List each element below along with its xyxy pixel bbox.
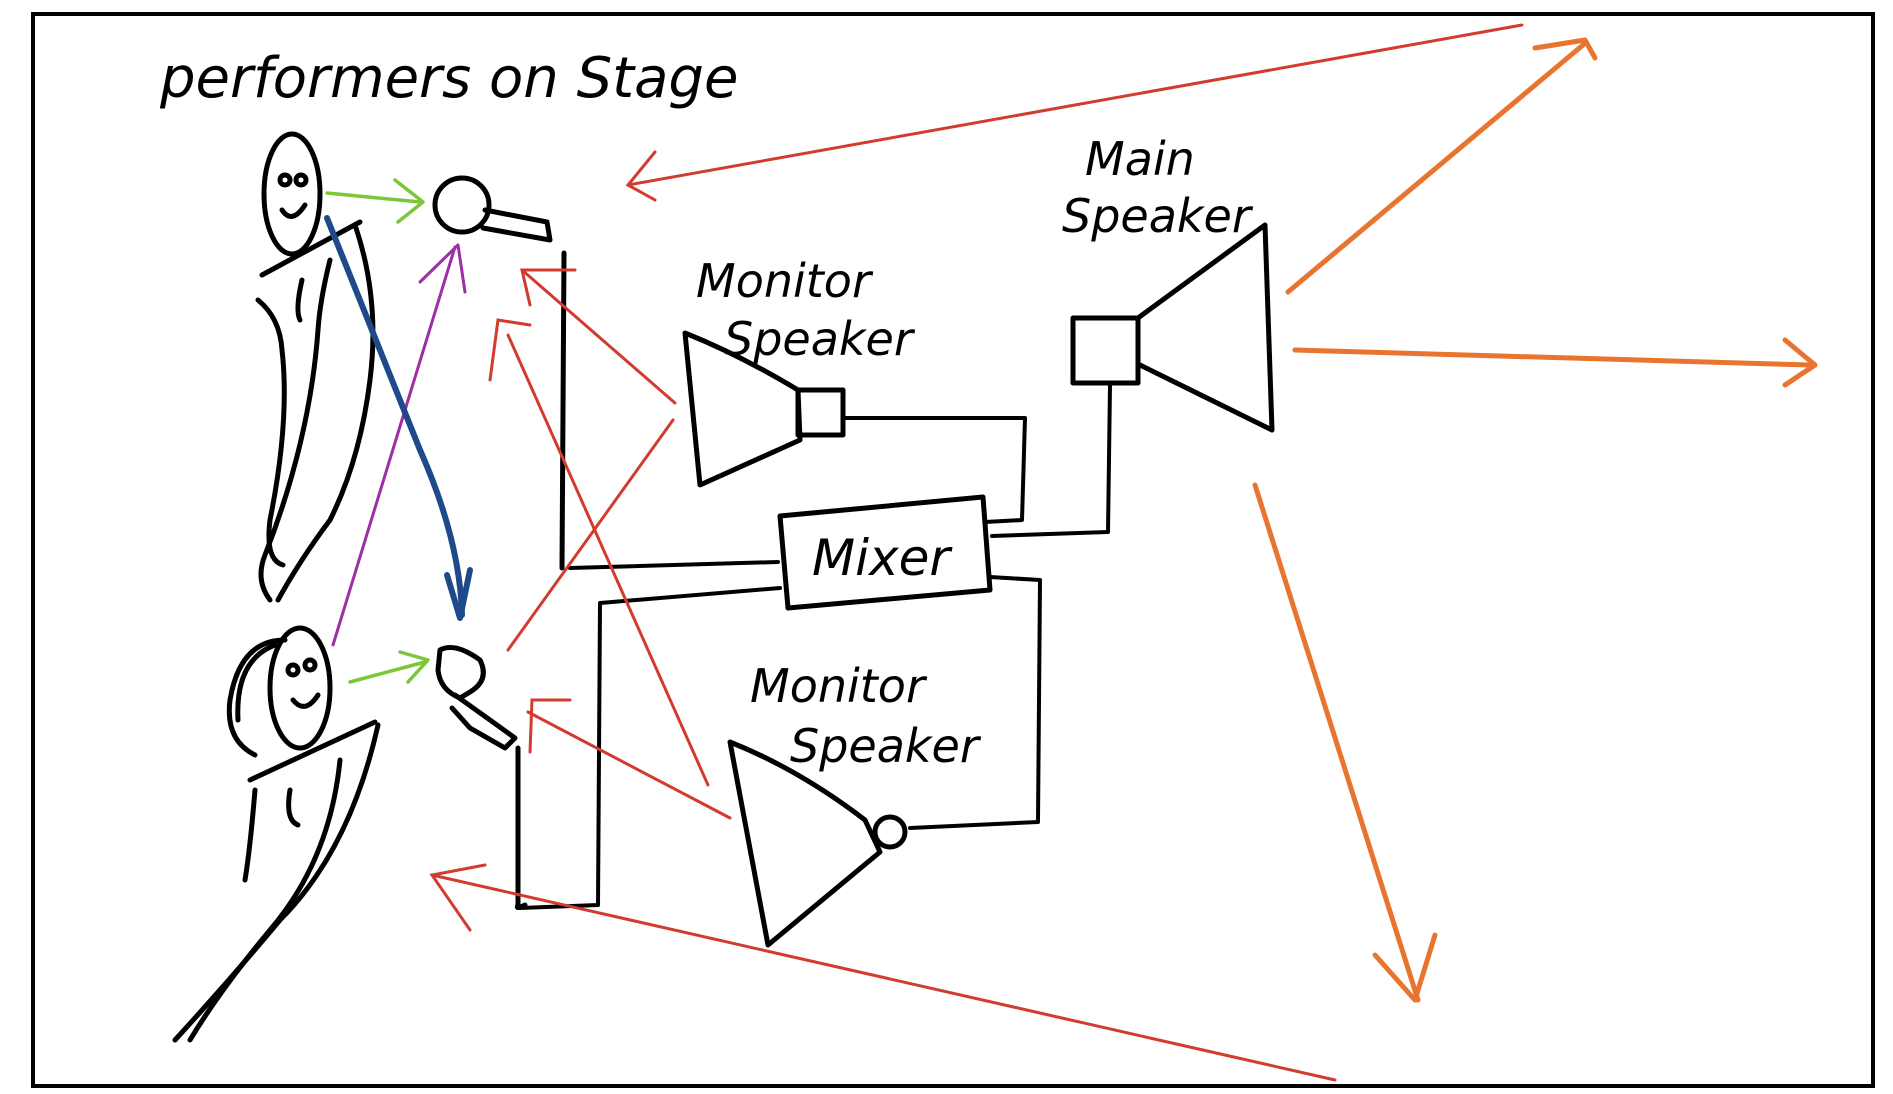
mixer-label: Mixer: [812, 529, 953, 587]
output-arrows: [1252, 37, 1818, 1003]
voice-arrows: [325, 178, 430, 684]
feedback-arrows: [429, 23, 1524, 1082]
microphone-bottom: [435, 645, 528, 910]
main-speaker-label-line1: Main: [1085, 132, 1195, 186]
title-label: performers on Stage: [159, 46, 738, 111]
microphone-top: [432, 175, 567, 571]
crosstalk-arrows: [331, 243, 467, 647]
cables: [518, 383, 1112, 910]
monitor-top-label-line1: Monitor: [696, 254, 874, 308]
performer-bottom: [172, 625, 381, 1043]
mixer: Mixer: [777, 494, 993, 611]
bleed-arrow: [324, 215, 473, 621]
monitor-bottom-label-line1: Monitor: [750, 659, 928, 713]
monitor-speaker-bottom: [727, 739, 908, 948]
diagram-frame: [31, 12, 1875, 1088]
monitor-speaker-top: [682, 330, 846, 488]
performer-top: [255, 131, 376, 603]
monitor-top-label-line2: Speaker: [724, 312, 916, 366]
main-speaker-label-line2: Speaker: [1062, 189, 1254, 243]
monitor-bottom-label-line2: Speaker: [790, 719, 982, 773]
main-speaker: [1070, 222, 1275, 433]
